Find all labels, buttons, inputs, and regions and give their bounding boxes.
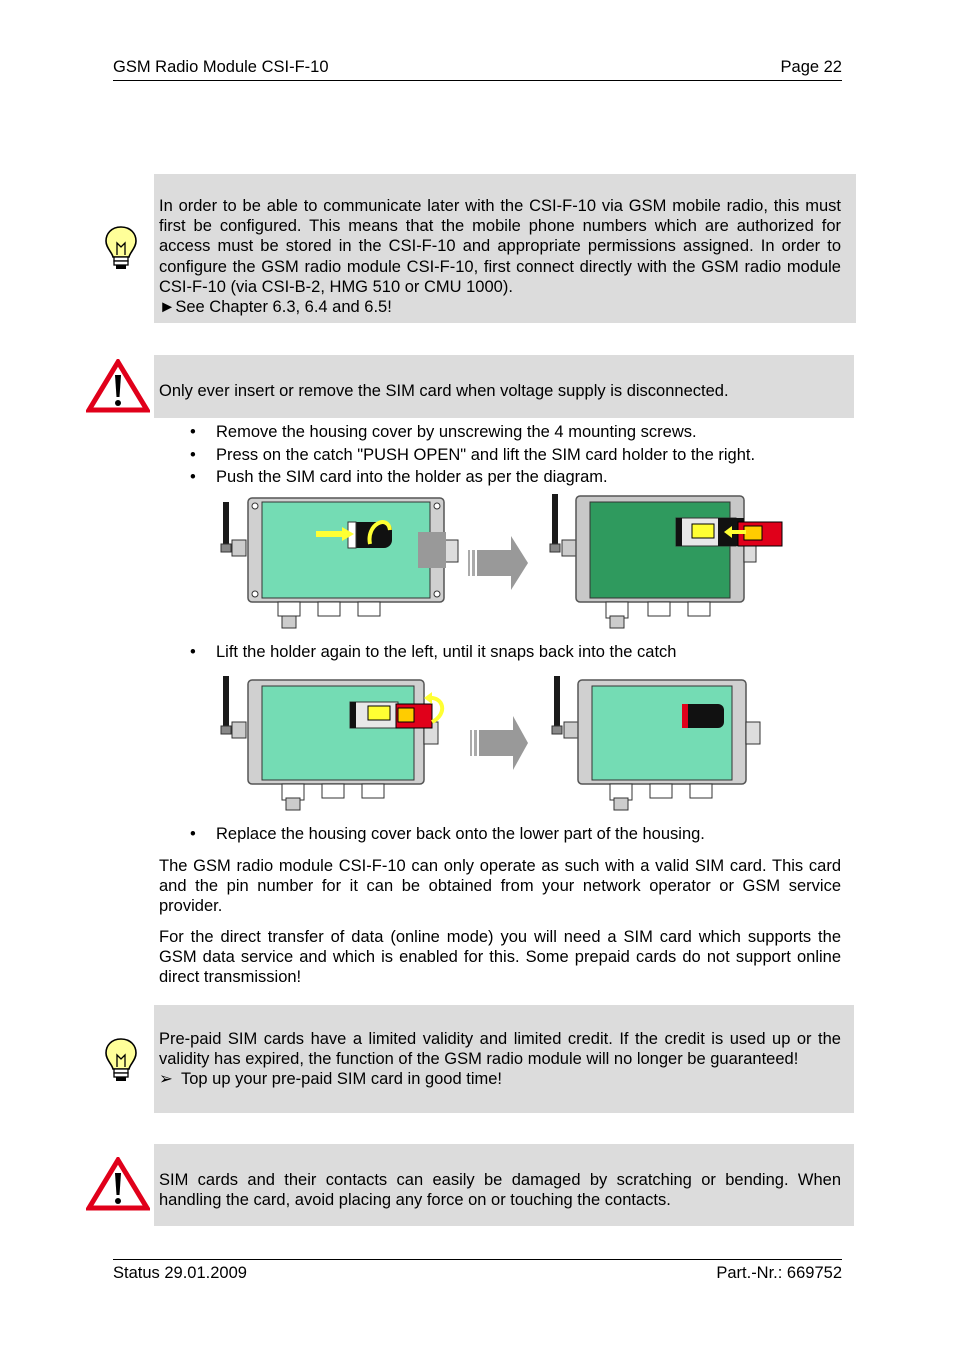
warning-text: Only ever insert or remove the SIM card … — [159, 382, 729, 400]
warning-box-contacts: SIM cards and their contacts can easily … — [154, 1144, 854, 1226]
housing-sim-inserted — [549, 494, 783, 629]
list-item: Remove the housing cover by unscrewing t… — [190, 421, 850, 444]
diagram-insert-sim — [220, 494, 783, 629]
warning-text: SIM cards and their contacts can easily … — [159, 1171, 841, 1210]
note-text: Pre-paid SIM cards have a limited validi… — [159, 1030, 841, 1069]
arrow-bullet-icon: ➢ — [159, 1070, 173, 1089]
housing-holder-closed — [551, 676, 761, 811]
footer-status: Status 29.01.2009 — [113, 1264, 247, 1282]
lightbulb-icon — [105, 1038, 137, 1081]
diagram-close-holder — [220, 676, 761, 811]
steps-list-finish: Replace the housing cover back onto the … — [190, 823, 850, 846]
paragraph-sim-validity: The GSM radio module CSI-F-10 can only o… — [159, 857, 841, 916]
note-box-prepaid: Pre-paid SIM cards have a limited validi… — [154, 1005, 854, 1113]
warning-triangle-icon — [86, 359, 150, 413]
footer-part-number: Part.-Nr.: 669752 — [716, 1264, 842, 1282]
housing-open-holder — [220, 497, 459, 629]
list-item: Push the SIM card into the holder as per… — [190, 466, 850, 489]
steps-list-insert: Remove the housing cover by unscrewing t… — [190, 421, 850, 489]
note-reference: ►See Chapter 6.3, 6.4 and 6.5! — [159, 298, 392, 317]
list-item: Press on the catch "PUSH OPEN" and lift … — [190, 444, 850, 467]
paragraph-online-mode: For the direct transfer of data (online … — [159, 928, 841, 987]
header-page-number: Page 22 — [780, 58, 842, 76]
steps-list-close: Lift the holder again to the left, until… — [190, 641, 850, 664]
note-box-configuration: In order to be able to communicate later… — [154, 174, 856, 323]
note-action: ➢ Top up your pre-paid SIM card in good t… — [159, 1069, 841, 1089]
transition-arrow-icon — [468, 536, 528, 590]
warning-box-voltage: Only ever insert or remove the SIM card … — [154, 355, 854, 418]
lightbulb-icon — [105, 226, 137, 269]
note-text: In order to be able to communicate later… — [159, 197, 841, 296]
list-item: Replace the housing cover back onto the … — [190, 823, 850, 846]
warning-triangle-icon — [86, 1157, 150, 1211]
page-footer: Status 29.01.2009 Part.-Nr.: 669752 — [113, 1259, 842, 1282]
note-action-text: Top up your pre-paid SIM card in good ti… — [181, 1070, 503, 1089]
transition-arrow-icon — [470, 716, 528, 770]
housing-holder-lifting — [220, 676, 444, 811]
page-header: GSM Radio Module CSI-F-10 Page 22 — [113, 58, 842, 81]
header-title: GSM Radio Module CSI-F-10 — [113, 58, 329, 76]
list-item: Lift the holder again to the left, until… — [190, 641, 850, 664]
